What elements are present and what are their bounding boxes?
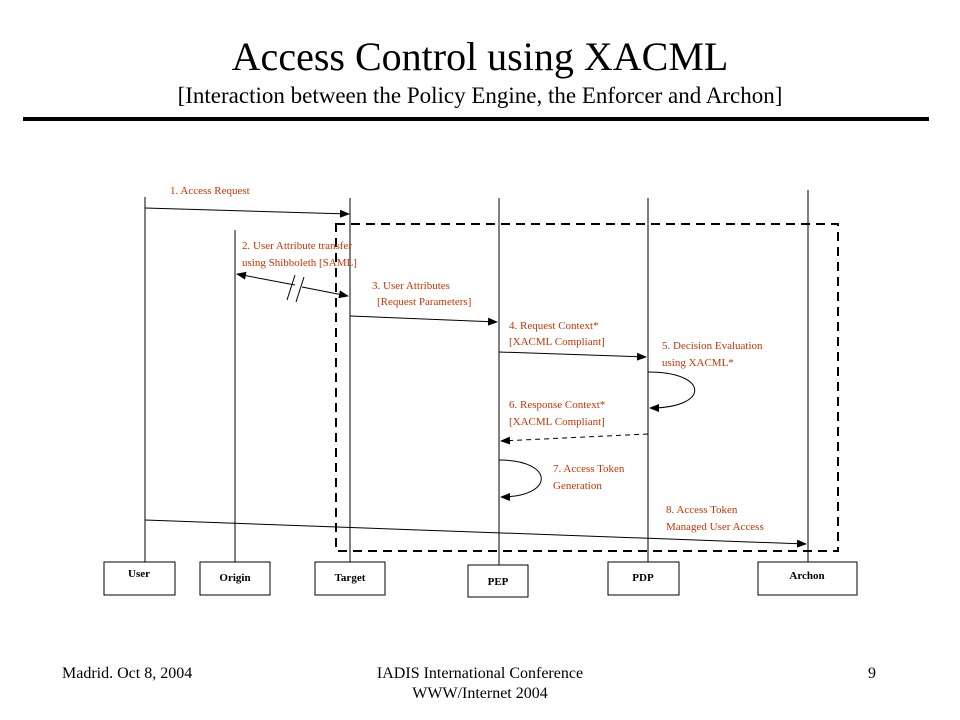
arrow-managed-user-access [144,519,807,548]
actor-origin-label: Origin [219,572,250,584]
actor-pep-label: PEP [488,576,509,588]
label-response-context-line1: 6. Response Context* [509,399,605,411]
break-mark-left [286,274,296,301]
arrow-request-context [498,351,647,361]
policy-engine-boundary [335,223,839,552]
label-user-attributes-line1: 3. User Attributes [372,280,450,292]
slide-title: Access Control using XACML [231,34,729,79]
arrow-token-generation [498,459,542,501]
actor-archon-label: Archon [789,570,824,582]
footer-date: Madrid. Oct 8, 2004 [62,665,193,682]
break-mark-right [295,276,305,303]
actor-user-label: User [128,568,150,580]
footer-conference: IADIS International Conference WWW/Inter… [330,664,630,704]
label-attribute-transfer-line2: using Shibboleth [SAML] [242,257,357,269]
label-token-generation-line1: 7. Access Token [553,463,625,475]
arrow-attribute-transfer [236,271,296,286]
actor-pdp-label: PDP [632,572,654,584]
footer-conference-line2: WWW/Internet 2004 [412,685,548,702]
footer-conference-line1: IADIS International Conference [376,665,584,682]
label-decision-evaluation-line1: 5. Decision Evaluation [662,340,763,352]
page-number: 9 [868,665,876,682]
label-request-context-line2: [XACML Compliant] [509,336,605,348]
label-request-context-line1: 4. Request Context* [509,320,599,332]
arrow-response-context [500,433,649,445]
arrow-user-attributes [349,315,498,326]
actor-pep: PEP [467,564,529,598]
label-managed-user-access-line1: 8. Access Token [666,504,738,516]
label-token-generation-line2: Generation [553,480,602,492]
actor-target-label: Target [335,572,366,584]
actor-archon: Archon [757,561,858,596]
label-decision-evaluation-line2: using XACML* [662,357,734,369]
actor-origin: Origin [199,561,271,596]
slide-subtitle: [Interaction between the Policy Engine, … [177,83,783,108]
title-rule [23,117,929,121]
label-access-request: 1. Access Request [170,185,250,197]
arrow-access-request [144,207,350,218]
arrow-decision-evaluation [647,371,696,412]
label-managed-user-access-line2: Managed User Access [666,521,764,533]
actor-target: Target [314,561,386,596]
label-response-context-line2: [XACML Compliant] [509,416,605,428]
label-attribute-transfer-line1: 2. User Attribute transfer [242,240,352,252]
actor-pdp: PDP [607,561,680,596]
actor-user: User [103,561,176,596]
arrow-attribute-transfer-return [301,286,349,299]
label-user-attributes-line2: [Request Parameters] [377,296,471,308]
